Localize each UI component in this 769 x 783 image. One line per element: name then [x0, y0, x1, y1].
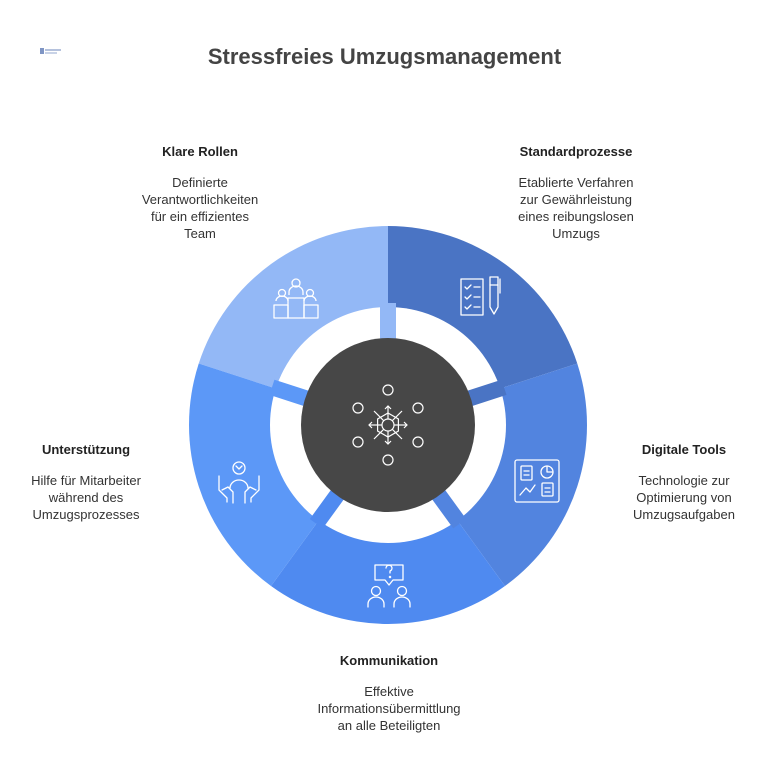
dashboard-icon: [514, 459, 560, 503]
center-hub: [301, 338, 475, 512]
segment-title: Standardprozesse: [519, 144, 633, 159]
segment-title: Digitale Tools: [641, 442, 727, 457]
network-hub-icon: [352, 384, 424, 466]
page-title: Stressfreies Umzugsmanagement: [207, 44, 562, 69]
label-klare-rollen: Klare Rollen Definierte Verantwortlichke…: [100, 143, 300, 242]
segment-title: Kommunikation: [339, 653, 439, 668]
segment-connector-klare-rollen: [380, 303, 396, 343]
checklist-pen-icon: [460, 276, 501, 316]
label-kommunikation: Kommunikation Effektive Informationsüber…: [269, 652, 509, 734]
segment-connector-digitale-tools: [429, 486, 467, 529]
segment-description: Etablierte Verfahren zur Gewährleistung …: [518, 175, 634, 241]
segment-description: Definierte Verantwortlichkeiten für ein …: [141, 175, 259, 241]
segment-title: Klare Rollen: [162, 144, 238, 159]
segment-connector-unterstuetzung: [269, 379, 313, 408]
segment-description: Technologie zur Optimierung von Umzugsau…: [633, 473, 735, 522]
label-standardprozesse: Standardprozesse Etablierte Verfahren zu…: [476, 143, 676, 242]
segment-connector-standardprozesse: [463, 379, 507, 408]
chat-people-icon: [367, 564, 411, 608]
logo: [40, 43, 62, 54]
podium-people-icon: [273, 278, 319, 319]
label-unterstuetzung: Unterstützung Hilfe für Mitarbeiter währ…: [0, 441, 186, 523]
label-digitale-tools: Digitale Tools Technologie zur Optimieru…: [584, 441, 769, 523]
segment-description: Hilfe für Mitarbeiter während des Umzugs…: [31, 473, 141, 522]
helping-hands-icon: [218, 461, 260, 504]
segment-description: Effektive Informationsübermittlung an al…: [317, 684, 461, 733]
segment-connector-kommunikation: [309, 486, 347, 529]
segment-title: Unterstützung: [41, 442, 131, 457]
